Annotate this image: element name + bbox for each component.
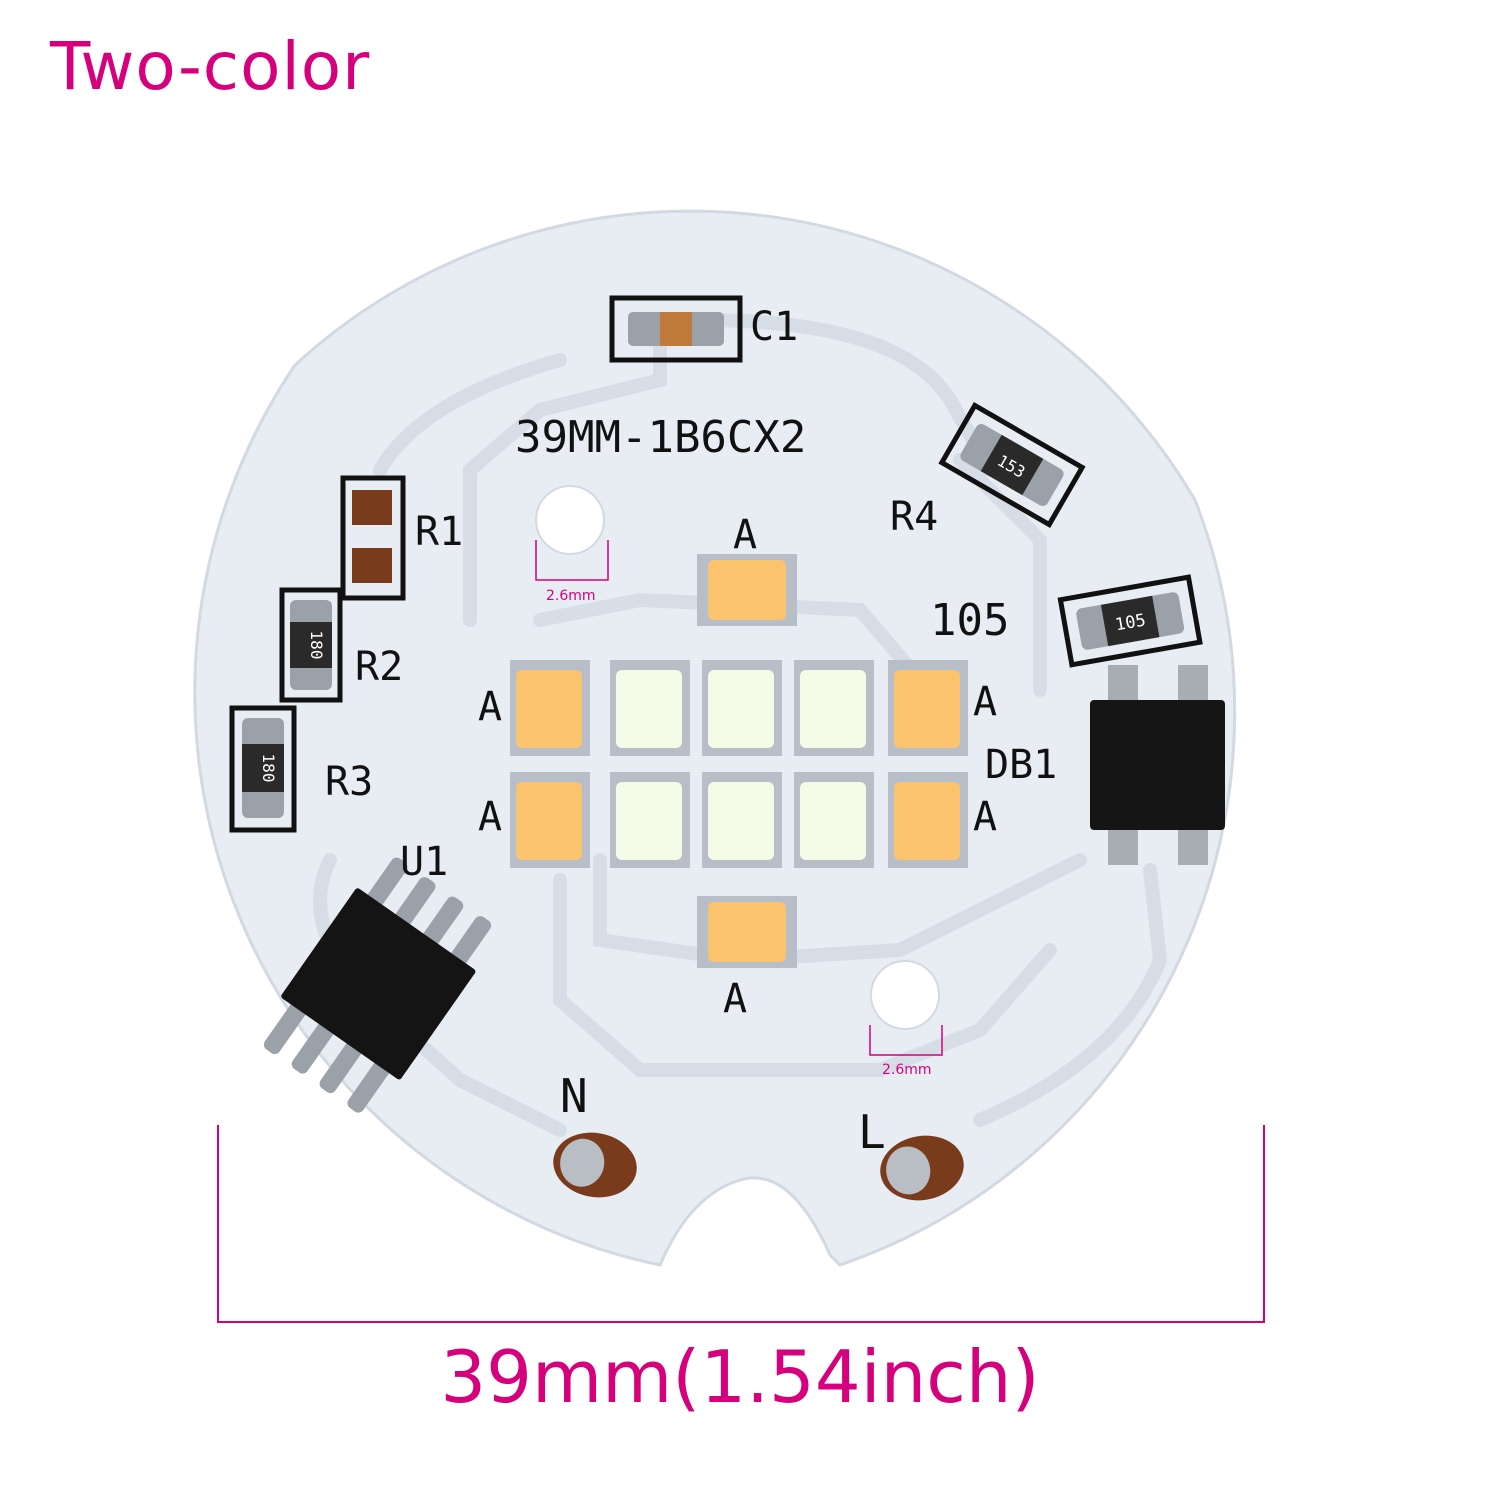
terminal-label-n: N: [560, 1069, 588, 1123]
led-warm-bottom: [708, 902, 786, 962]
terminal-label-l: L: [858, 1105, 886, 1159]
label-r1: R1: [415, 509, 463, 555]
led-cool-3: [800, 670, 866, 748]
mounting-hole-2: [870, 960, 940, 1030]
led-array: [510, 554, 968, 968]
capacitor-c1: [609, 295, 743, 363]
r2-marking: 180: [307, 631, 326, 660]
label-u1: U1: [400, 839, 448, 885]
terminal-pad-n: [553, 1132, 637, 1198]
mounting-hole-1: [535, 485, 605, 555]
label-db1: DB1: [985, 742, 1057, 788]
led-cool-4: [616, 782, 682, 860]
led-cool-2: [708, 670, 774, 748]
resistor-105: 105: [1057, 574, 1203, 668]
label-c1: C1: [750, 304, 798, 350]
r3-marking: 180: [259, 754, 278, 783]
resistor-r4: 153: [938, 402, 1086, 528]
led-warm-right-2: [894, 782, 960, 860]
ic-u1: [263, 857, 492, 1113]
hole-dimension-label-1: 2.6mm: [546, 588, 596, 604]
led-warm-left-2: [516, 782, 582, 860]
led-mark-bottom: A: [723, 976, 747, 1022]
label-r3: R3: [325, 759, 373, 805]
bridge-rectifier-db1: [1090, 665, 1225, 865]
led-cool-6: [800, 782, 866, 860]
led-mark-left-2: A: [478, 794, 502, 840]
led-mark-right-2: A: [973, 794, 997, 840]
led-mark-right-1: A: [973, 679, 997, 725]
dimension-line: [217, 1125, 1265, 1323]
terminal-pad-l: [880, 1135, 964, 1201]
hole-dimension-label-2: 2.6mm: [882, 1062, 932, 1078]
resistor-r2: 180: [279, 587, 343, 703]
led-cool-1: [616, 670, 682, 748]
led-warm-top: [708, 560, 786, 620]
led-mark-top: A: [733, 512, 757, 558]
title-text: Two-color: [50, 28, 371, 105]
label-r2: R2: [355, 644, 403, 690]
led-warm-left-1: [516, 670, 582, 748]
led-cool-5: [708, 782, 774, 860]
led-mark-left-1: A: [478, 684, 502, 730]
label-105: 105: [930, 595, 1009, 646]
resistor-r3: 180: [229, 705, 297, 833]
label-r4: R4: [890, 494, 938, 540]
board-model-text: 39MM-1B6CX2: [515, 412, 806, 463]
board-dimension-label: 39mm(1.54inch): [440, 1335, 1040, 1419]
resistor-r1-pads: [340, 475, 406, 601]
led-warm-right-1: [894, 670, 960, 748]
